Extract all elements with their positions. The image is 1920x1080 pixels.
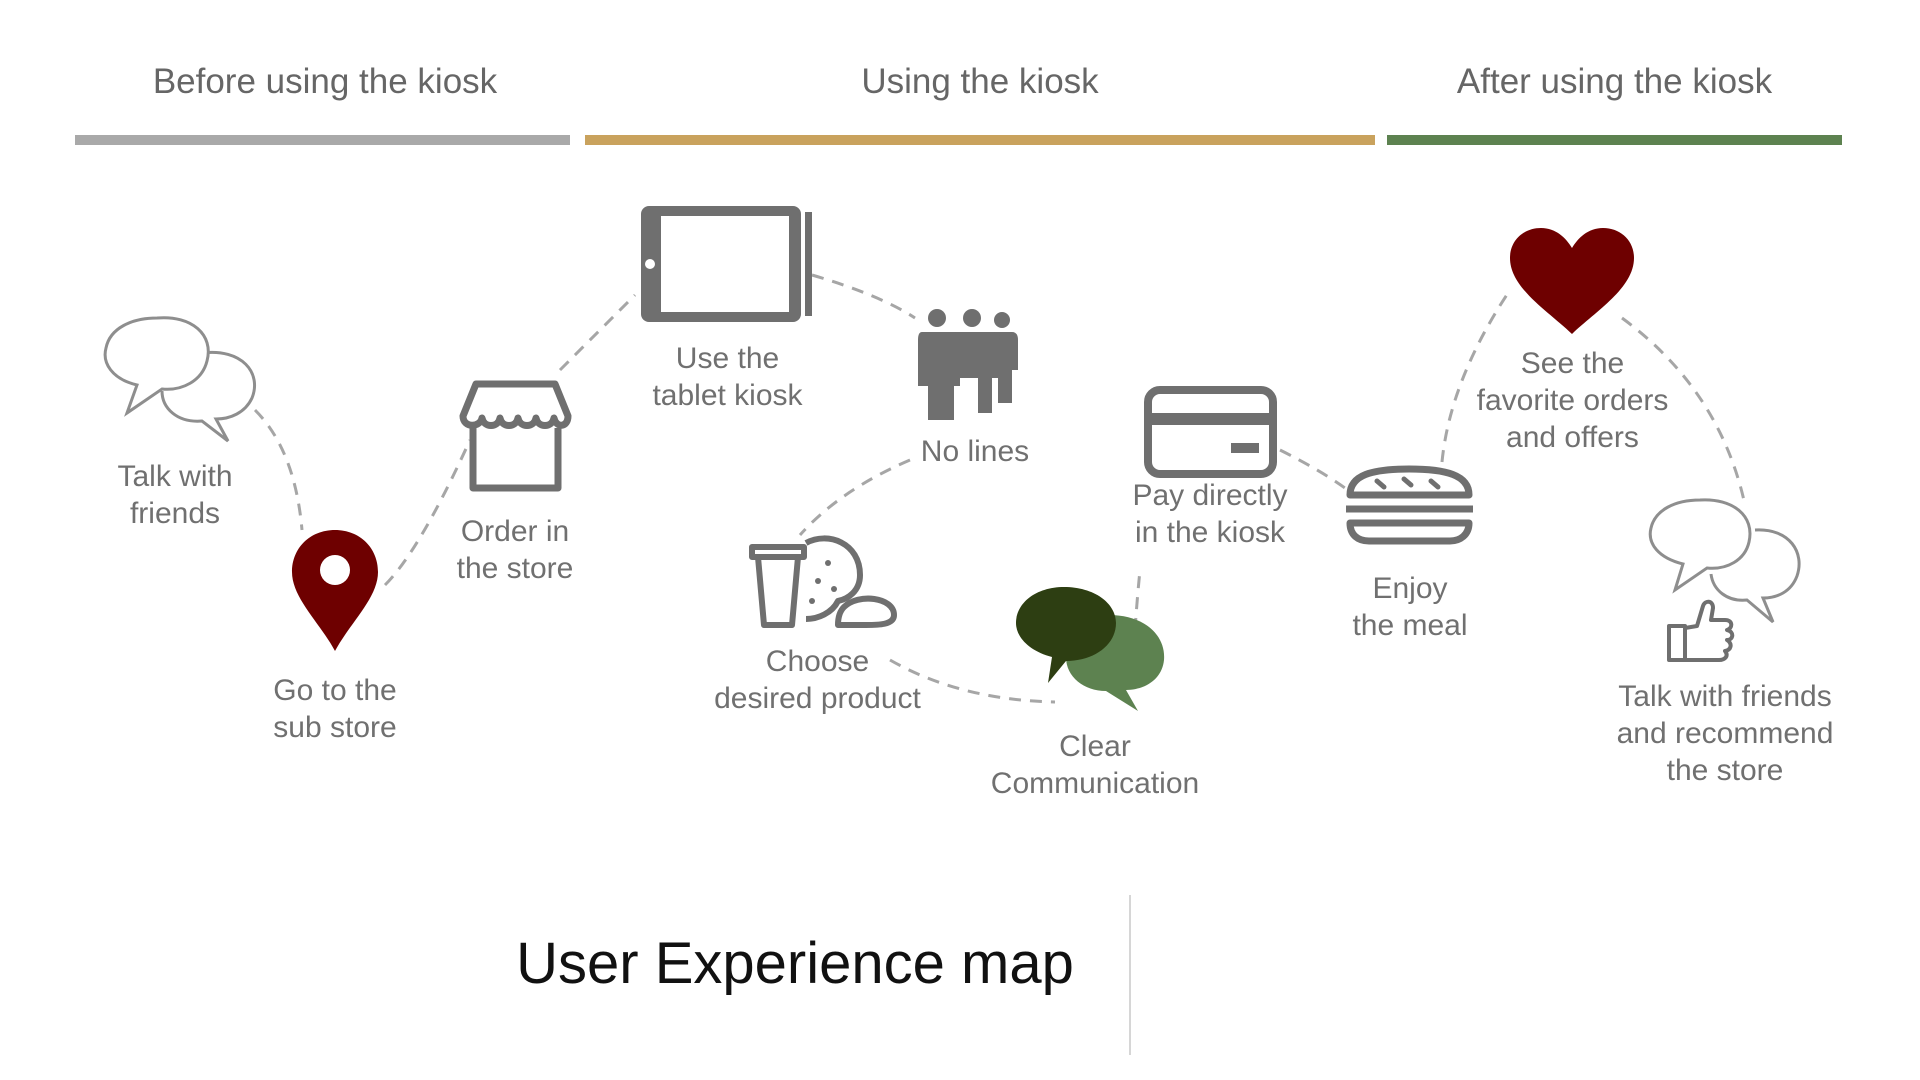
step-label-go-store: Go to the sub store bbox=[273, 674, 397, 744]
phase-before-bar bbox=[75, 135, 570, 145]
title-divider bbox=[1129, 895, 1131, 1055]
step-label-no-lines: No lines bbox=[920, 435, 1030, 468]
step-label-favorite-orders: See the favorite orders and offers bbox=[1476, 347, 1669, 454]
page-title: User Experience map bbox=[516, 931, 1074, 996]
storefront-icon bbox=[459, 380, 572, 492]
phase-using-label: Using the kiosk bbox=[861, 62, 1099, 101]
credit-card-icon bbox=[1144, 386, 1277, 478]
drink-and-food-icon bbox=[749, 535, 897, 628]
phase-after-bar bbox=[1387, 135, 1842, 145]
step-label-enjoy-meal: Enjoy the meal bbox=[1352, 572, 1468, 642]
speech-bubbles-icon bbox=[103, 316, 256, 443]
people-queue-icon bbox=[918, 309, 1018, 420]
chat-bubbles-icon bbox=[1016, 587, 1165, 711]
phase-after-label: After using the kiosk bbox=[1456, 62, 1773, 101]
step-label-pay-kiosk: Pay directly in the kiosk bbox=[1132, 479, 1288, 549]
tablet-icon bbox=[641, 206, 812, 322]
map-pin-icon bbox=[292, 530, 378, 651]
heart-icon bbox=[1510, 228, 1634, 334]
phase-before-label: Before using the kiosk bbox=[152, 62, 498, 101]
phase-using-bar bbox=[585, 135, 1375, 145]
sandwich-icon bbox=[1346, 465, 1473, 545]
step-label-talk-friends: Talk with friends bbox=[117, 460, 233, 530]
step-label-order-store: Order in the store bbox=[456, 515, 574, 585]
step-label-recommend: Talk with friends and recommend the stor… bbox=[1616, 680, 1834, 787]
speech-thumbs-up-icon bbox=[1648, 498, 1801, 662]
step-label-choose-product: Choose desired product bbox=[714, 645, 921, 715]
step-label-clear-comm: Clear Communication bbox=[990, 730, 1200, 800]
step-label-tablet-kiosk: Use the tablet kiosk bbox=[652, 342, 803, 412]
